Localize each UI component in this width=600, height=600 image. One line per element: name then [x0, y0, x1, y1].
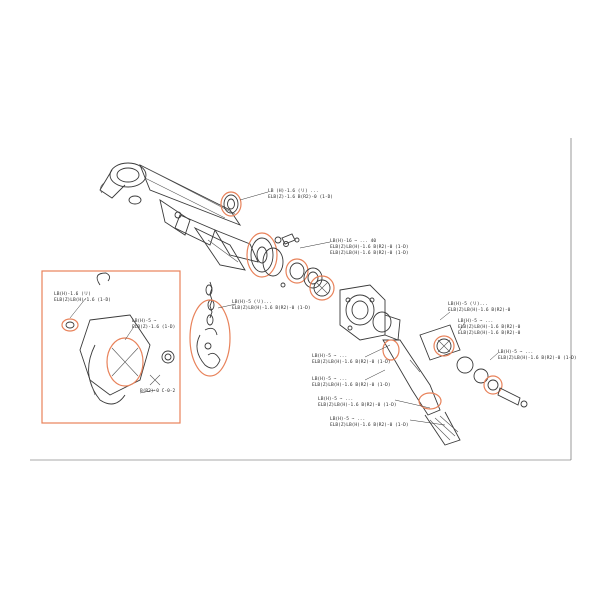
svg-text:ELB(Z)LB(H)-1.6 B(R2)-0 (1-D): ELB(Z)LB(H)-1.6 B(R2)-0 (1-D) [330, 422, 409, 428]
svg-text:ELB(Z)LB(H)-1.6 B(R2)-0: ELB(Z)LB(H)-1.6 B(R2)-0 [458, 330, 521, 336]
callout-2: LB(H)-16 ~ ... 40 ELB(Z)LB(H)-1.6 B(R2)-… [330, 238, 409, 256]
inset-label-2: LB(H)-5 ~ ELB(Z)-1.6 (1-D) [132, 318, 175, 330]
inset-detail-box [41, 270, 181, 424]
ratchet-lever-assembly [382, 339, 461, 446]
svg-text:ELB(Z)LB(H)-1.6 B(R2)-0: ELB(Z)LB(H)-1.6 B(R2)-0 [448, 307, 511, 313]
svg-text:LB(H)-5 ~: LB(H)-5 ~ [132, 318, 157, 324]
side-plate-assembly [339, 284, 401, 341]
callout-1: LB (H)-1.6 (リ) ... ELB(Z)-1.6 B(R2)-0 (1… [268, 188, 333, 200]
callout-8: LB(H)-5 ~ ... ELB(Z)LB(H)-1.6 B(R2)-0 (1… [498, 349, 577, 361]
svg-text:LB(H)-5 ~ ...: LB(H)-5 ~ ... [312, 353, 347, 359]
ring-part-top [220, 191, 242, 217]
svg-text:ELB(Z)-1.6 (1-D): ELB(Z)-1.6 (1-D) [132, 324, 175, 330]
callout-7: LB(H)-5 ~ ... ELB(Z)LB(H)-1.6 B(R2)-0 EL… [458, 318, 521, 336]
svg-text:LB(H)-5 ~ ...: LB(H)-5 ~ ... [312, 376, 347, 382]
gear-assembly-right [419, 324, 528, 408]
svg-text:B(R2)-0 C-0-2: B(R2)-0 C-0-2 [140, 388, 176, 394]
callout-10: LB(H)-5 ~ ... ELB(Z)LB(H)-1.6 B(R2)-0 (1… [330, 416, 409, 428]
svg-text:ELB(Z)LB(H)-1.6 B(R2)-0 (1-D): ELB(Z)LB(H)-1.6 B(R2)-0 (1-D) [330, 250, 409, 256]
svg-text:LB(H)-1.6 (リ): LB(H)-1.6 (リ) [54, 291, 91, 297]
svg-text:LB(H)-5 ~ ...: LB(H)-5 ~ ... [318, 396, 353, 402]
callout-9: LB(H)-5 ~ ... ELB(Z)LB(H)-1.6 B(R2)-0 (1… [318, 396, 397, 408]
svg-text:LB(H)-5 ~ ...: LB(H)-5 ~ ... [458, 318, 493, 324]
svg-text:ELB(Z)LB(H)-1.6 B(R2)-0 (1-D): ELB(Z)LB(H)-1.6 B(R2)-0 (1-D) [498, 355, 577, 361]
svg-text:LB(H)-5 ~ ...: LB(H)-5 ~ ... [330, 416, 365, 422]
gear-assembly-middle [246, 232, 335, 301]
svg-text:ELB(Z)LB(H)-1.6 B(R2)-0 (1-D): ELB(Z)LB(H)-1.6 B(R2)-0 (1-D) [330, 244, 409, 250]
svg-text:LB(H)-5 ~ ...: LB(H)-5 ~ ... [498, 349, 533, 355]
svg-text:LB(H)-5 (リ)...: LB(H)-5 (リ)... [448, 301, 488, 307]
svg-text:LB(H)-16 ~ ... 40: LB(H)-16 ~ ... 40 [330, 238, 376, 244]
inset-label-1: LB(H)-1.6 (リ) ELB(Z)LB(H)-1.6 (1-D) [54, 291, 111, 303]
svg-text:LB(H)-5 (リ)...: LB(H)-5 (リ)... [232, 299, 272, 305]
svg-text:ELB(Z)LB(H)-1.6 B(R2)-0 (1-D): ELB(Z)LB(H)-1.6 B(R2)-0 (1-D) [312, 382, 391, 388]
svg-text:ELB(Z)LB(H)-1.6 B(R2)-0: ELB(Z)LB(H)-1.6 B(R2)-0 [458, 324, 521, 330]
callout-4: LB(H)-5 ~ ... ELB(Z)LB(H)-1.6 B(R2)-0 (1… [312, 353, 391, 365]
chain-and-hook [189, 281, 231, 377]
svg-text:ELB(Z)LB(H)-1.6 B(R2)-0 (1-D): ELB(Z)LB(H)-1.6 B(R2)-0 (1-D) [232, 305, 311, 311]
inset-label-3: B(R2)-0 C-0-2 [140, 388, 176, 394]
callout-5: LB(H)-5 ~ ... ELB(Z)LB(H)-1.6 B(R2)-0 (1… [312, 376, 391, 388]
callout-3: LB(H)-5 (リ)... ELB(Z)LB(H)-1.6 B(R2)-0 (… [232, 299, 311, 311]
callout-6: LB(H)-5 (リ)... ELB(Z)LB(H)-1.6 B(R2)-0 [448, 301, 511, 313]
hoist-handle-assembly [99, 162, 259, 271]
svg-text:ELB(Z)LB(H)-1.6 B(R2)-0 (1-D): ELB(Z)LB(H)-1.6 B(R2)-0 (1-D) [312, 359, 391, 365]
svg-text:ELB(Z)-1.6 B(R2)-0 (1-D): ELB(Z)-1.6 B(R2)-0 (1-D) [268, 194, 333, 200]
svg-text:LB (H)-1.6 (リ) ...: LB (H)-1.6 (リ) ... [268, 188, 319, 194]
svg-text:ELB(Z)LB(H)-1.6 (1-D): ELB(Z)LB(H)-1.6 (1-D) [54, 297, 111, 303]
svg-text:ELB(Z)LB(H)-1.6 B(R2)-0 (1-D): ELB(Z)LB(H)-1.6 B(R2)-0 (1-D) [318, 402, 397, 408]
